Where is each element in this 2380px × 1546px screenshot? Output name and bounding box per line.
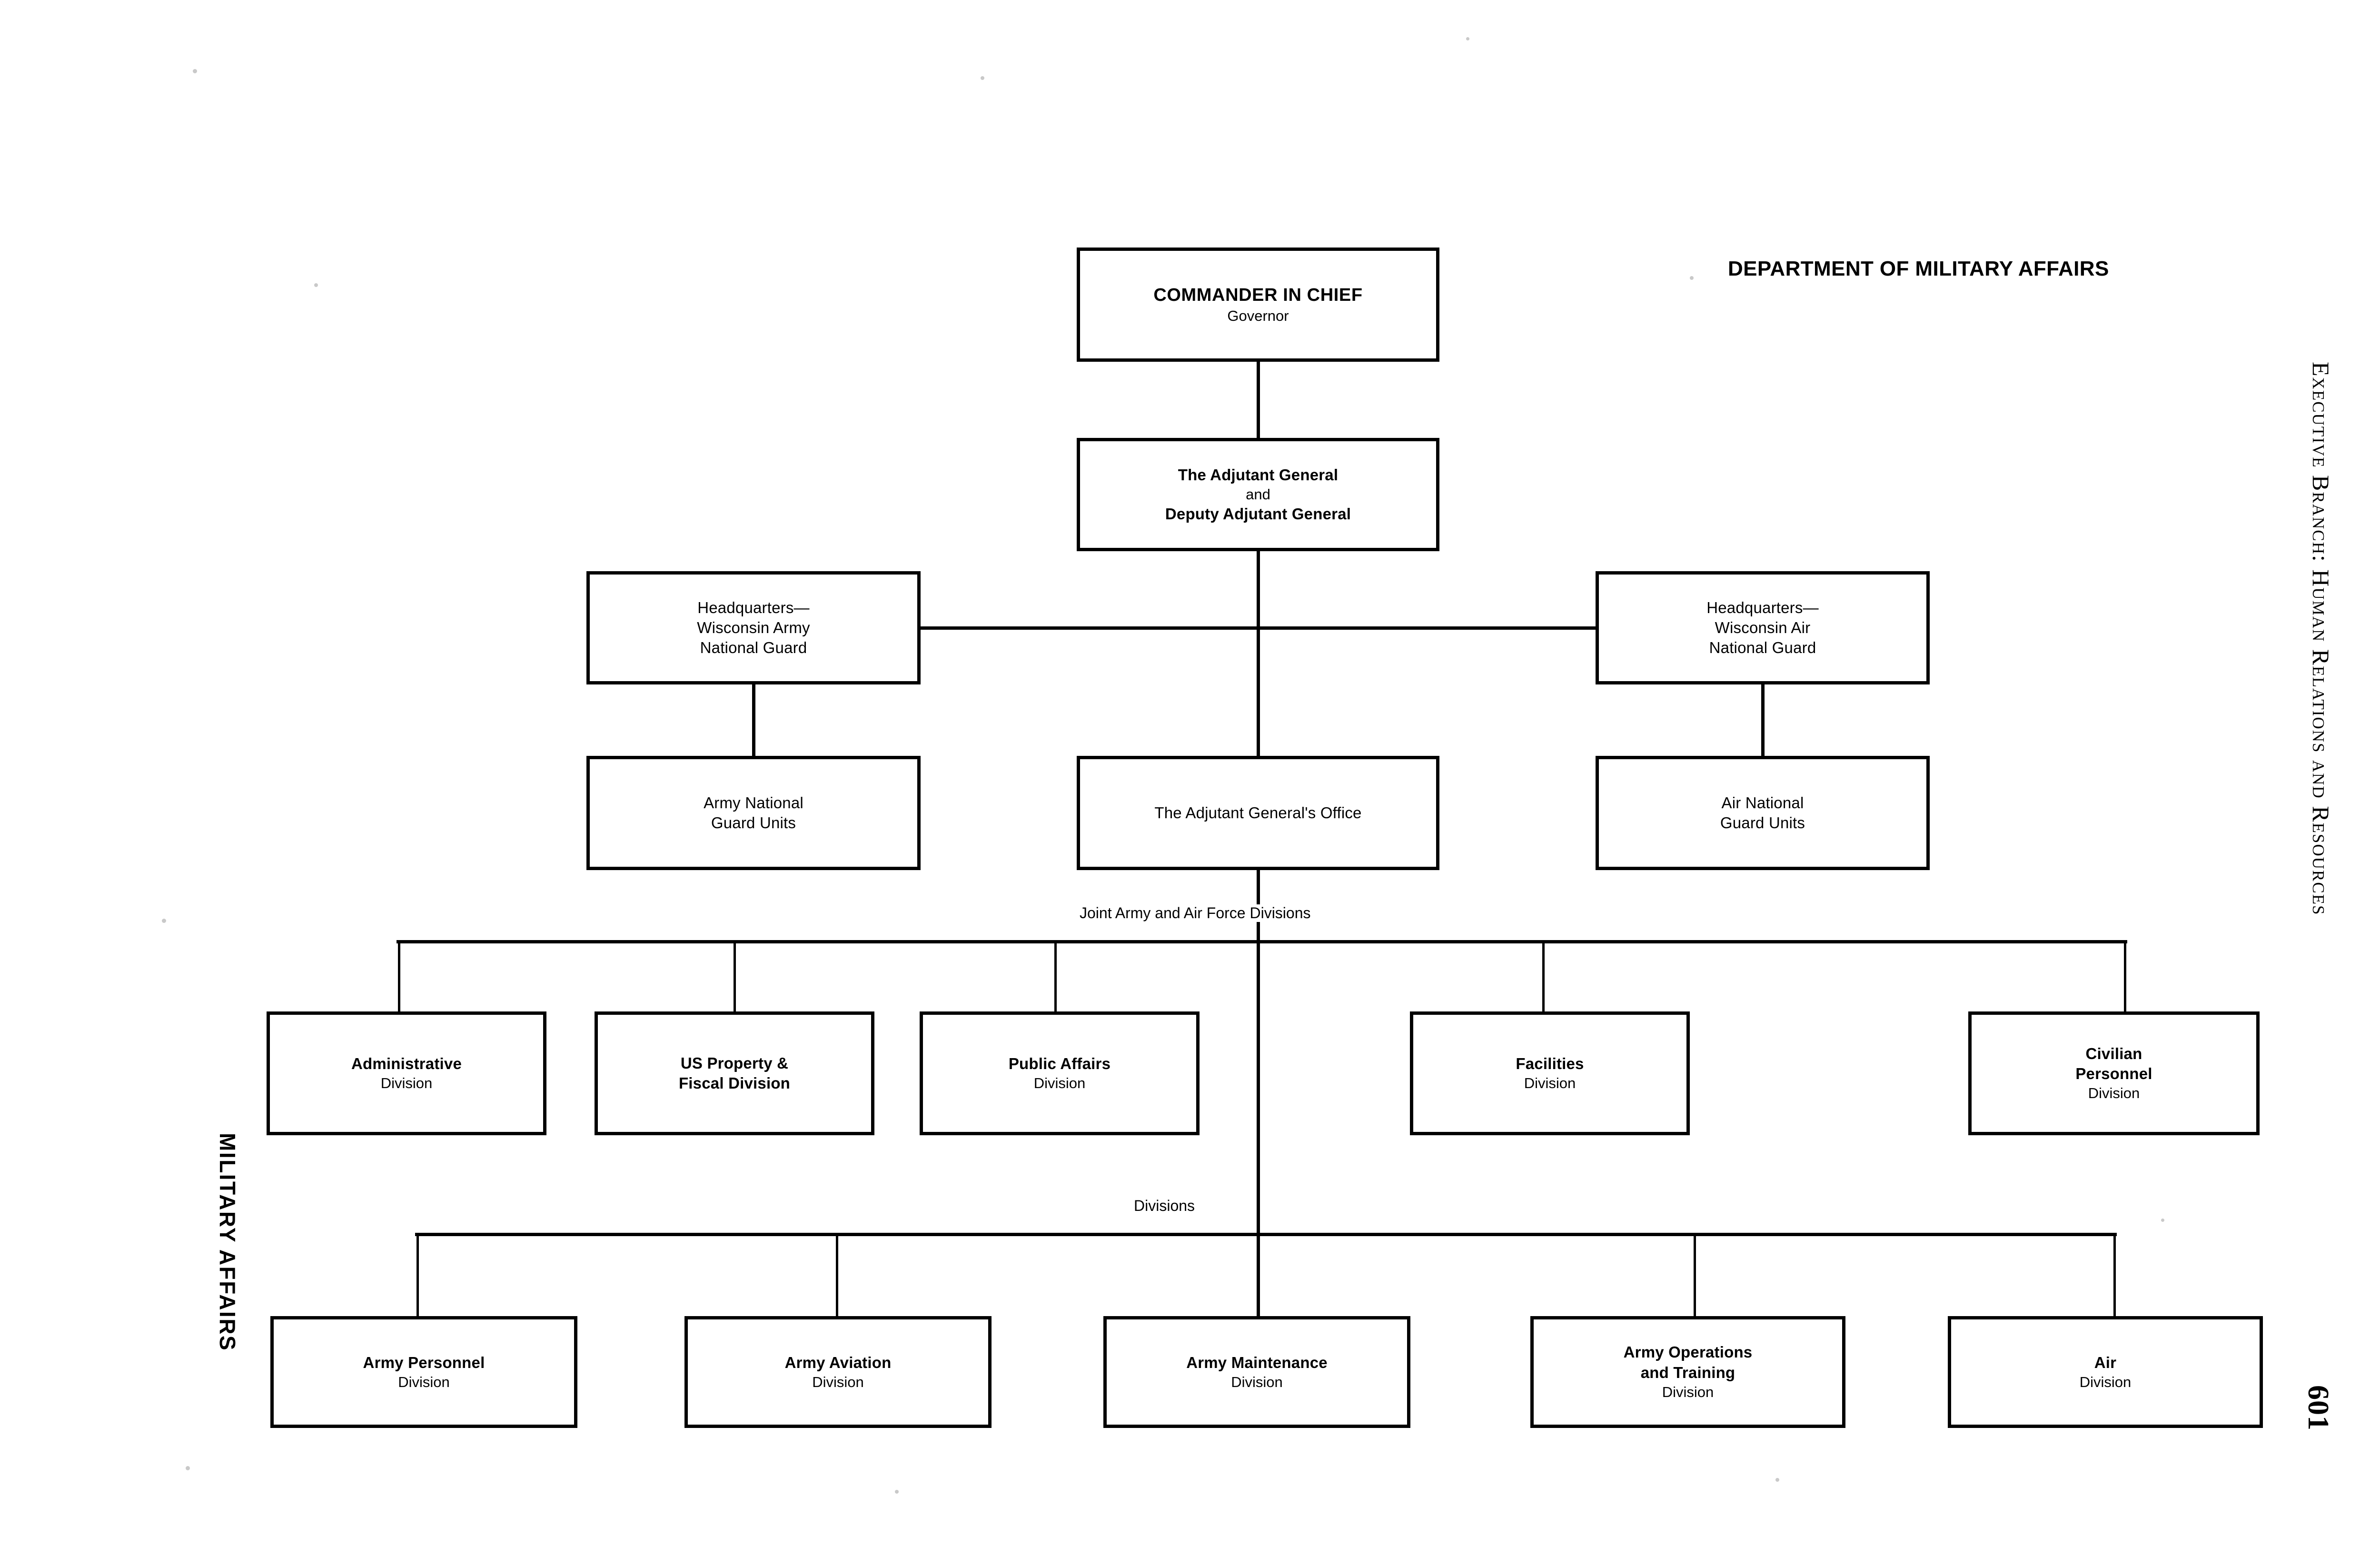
node-title: Headquarters— Wisconsin Air National Gua… <box>1706 598 1819 657</box>
connector-service-drop-5 <box>2113 1233 2116 1318</box>
connector-service-drop-1 <box>416 1233 419 1318</box>
node-army-operations-and-training-division[interactable]: Army Operations and Training Division <box>1530 1316 1845 1428</box>
node-subtitle: Governor <box>1227 307 1289 325</box>
connector-hq-air-to-units <box>1761 684 1765 756</box>
node-adjutant-general[interactable]: The Adjutant General and Deputy Adjutant… <box>1077 438 1439 551</box>
node-administrative-division[interactable]: Administrative Division <box>267 1011 546 1135</box>
node-title: Facilities <box>1516 1055 1584 1073</box>
node-title: Public Affairs <box>1008 1055 1111 1073</box>
node-title: Air <box>2094 1353 2117 1371</box>
node-title: US Property & Fiscal Division <box>678 1054 791 1092</box>
node-title: Administrative <box>351 1055 462 1073</box>
scan-speckle <box>162 919 166 923</box>
node-subtitle: Division <box>1231 1373 1283 1390</box>
node-title: Army National Guard Units <box>704 793 803 832</box>
node-title: Civilian Personnel <box>2075 1044 2152 1083</box>
connector-service-drop-2 <box>836 1233 838 1318</box>
node-subtitle: Division <box>1524 1075 1576 1092</box>
scan-speckle <box>1775 1478 1779 1482</box>
page-title: DEPARTMENT OF MILITARY AFFAIRS <box>1728 257 2109 280</box>
node-subtitle: Division <box>1662 1383 1714 1400</box>
node-adjutant-generals-office[interactable]: The Adjutant General's Office <box>1077 756 1439 870</box>
node-subtitle: Division <box>812 1373 864 1390</box>
page-number: 601 <box>2302 1385 2334 1431</box>
node-army-aviation-division[interactable]: Army Aviation Division <box>684 1316 992 1428</box>
node-subtitle: Division <box>2079 1373 2132 1390</box>
connector-tag-office-trunk <box>1257 870 1260 1346</box>
side-running-head: Executive Branch: Human Relations and Re… <box>2308 362 2334 916</box>
node-title: Air National Guard Units <box>1720 793 1805 832</box>
node-title: The Adjutant General <box>1178 466 1339 484</box>
bus-label-joint-divisions: Joint Army and Air Force Divisions <box>1073 904 1318 922</box>
node-army-national-guard-units[interactable]: Army National Guard Units <box>586 756 921 870</box>
connector-joint-drop-1 <box>398 940 400 1014</box>
node-title: Army Personnel <box>363 1353 485 1371</box>
bus-label-divisions: Divisions <box>1127 1197 1202 1215</box>
node-public-affairs-division[interactable]: Public Affairs Division <box>920 1011 1200 1135</box>
node-air-division[interactable]: Air Division <box>1948 1316 2263 1428</box>
bus-joint-divisions <box>397 940 2127 943</box>
connector-tag-trunk <box>1257 551 1260 775</box>
connector-joint-drop-5 <box>2124 940 2126 1014</box>
scan-speckle <box>314 283 318 287</box>
left-running-head: MILITARY AFFAIRS <box>215 1133 240 1352</box>
node-hq-wisconsin-air-national-guard[interactable]: Headquarters— Wisconsin Air National Gua… <box>1596 571 1930 684</box>
scan-speckle <box>1466 37 1469 40</box>
node-subtitle: Division <box>380 1075 433 1092</box>
node-hq-wisconsin-army-national-guard[interactable]: Headquarters— Wisconsin Army National Gu… <box>586 571 921 684</box>
node-subtitle: Division <box>398 1373 450 1390</box>
scan-speckle <box>193 69 197 73</box>
node-line2: and <box>1246 486 1270 503</box>
node-title: Army Operations and Training <box>1623 1343 1753 1381</box>
connector-service-drop-3 <box>1257 1233 1259 1318</box>
node-air-national-guard-units[interactable]: Air National Guard Units <box>1596 756 1930 870</box>
scan-speckle <box>1690 276 1694 280</box>
node-civilian-personnel-division[interactable]: Civilian Personnel Division <box>1968 1011 2260 1135</box>
connector-service-drop-4 <box>1694 1233 1696 1318</box>
connector-joint-drop-3 <box>1054 940 1057 1014</box>
node-army-personnel-division[interactable]: Army Personnel Division <box>270 1316 577 1428</box>
node-title: COMMANDER IN CHIEF <box>1153 285 1363 305</box>
node-army-maintenance-division[interactable]: Army Maintenance Division <box>1103 1316 1410 1428</box>
node-line3: Deputy Adjutant General <box>1165 505 1351 523</box>
node-title: The Adjutant General's Office <box>1154 803 1362 822</box>
scan-speckle <box>895 1490 899 1494</box>
node-title: Headquarters— Wisconsin Army National Gu… <box>697 598 810 657</box>
node-subtitle: Division <box>1033 1075 1086 1092</box>
connector-joint-drop-4 <box>1542 940 1545 1014</box>
node-facilities-division[interactable]: Facilities Division <box>1410 1011 1690 1135</box>
node-us-property-fiscal-division[interactable]: US Property & Fiscal Division <box>595 1011 874 1135</box>
node-commander-in-chief[interactable]: COMMANDER IN CHIEF Governor <box>1077 248 1439 362</box>
node-title: Army Aviation <box>784 1353 892 1371</box>
scan-speckle <box>981 76 984 80</box>
scan-speckle <box>2161 1219 2164 1222</box>
bus-service-divisions <box>415 1233 2117 1236</box>
connector-hq-crossbar <box>919 626 1597 630</box>
node-title: Army Maintenance <box>1186 1353 1328 1371</box>
connector-commander-to-tag <box>1257 362 1260 438</box>
node-subtitle: Division <box>2088 1085 2140 1102</box>
connector-joint-drop-2 <box>734 940 736 1014</box>
connector-hq-army-to-units <box>752 684 755 756</box>
scan-speckle <box>186 1466 190 1470</box>
